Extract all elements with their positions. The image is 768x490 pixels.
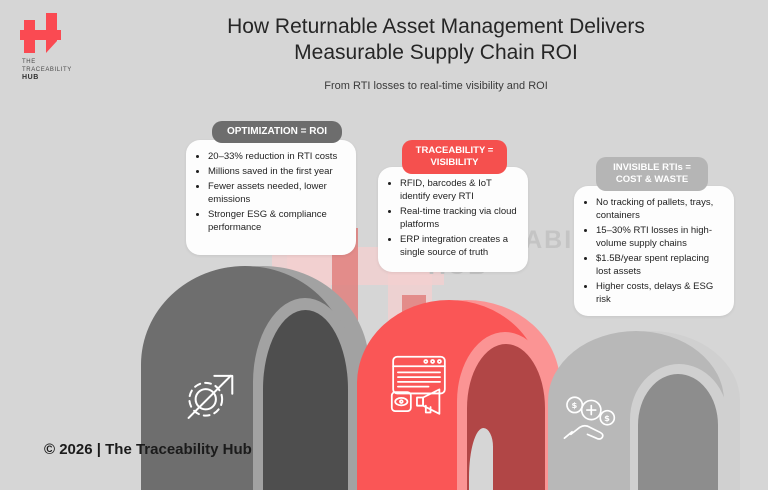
list-item: 15–30% RTI losses in high-volume supply … bbox=[596, 224, 724, 250]
arch-traceability bbox=[357, 300, 560, 490]
browser-visibility-megaphone-icon bbox=[385, 345, 453, 431]
card-optimization-list: 20–33% reduction in RTI costs Millions s… bbox=[186, 140, 356, 244]
card-traceability-header: TRACEABILITY = VISIBILITY bbox=[402, 140, 507, 174]
brand-logo: THE TRACEABILITY HUB bbox=[20, 8, 92, 82]
list-item: ERP integration creates a single source … bbox=[400, 233, 518, 259]
card-traceability: TRACEABILITY = VISIBILITY RFID, barcodes… bbox=[378, 140, 528, 272]
arch-optimization bbox=[141, 266, 369, 490]
svg-text:$: $ bbox=[604, 413, 610, 423]
card-invisible-rtis-header: INVISIBLE RTIs = COST & WASTE bbox=[596, 157, 708, 191]
card-traceability-list: RFID, barcodes & IoT identify every RTI … bbox=[378, 167, 528, 269]
list-item: RFID, barcodes & IoT identify every RTI bbox=[400, 177, 518, 203]
copyright-text: © 2026 | The Traceability Hub bbox=[44, 441, 252, 458]
list-item: $1.5B/year spent replacing lost assets bbox=[596, 252, 724, 278]
card-optimization: OPTIMIZATION = ROI 20–33% reduction in R… bbox=[186, 121, 356, 255]
list-item: Higher costs, delays & ESG risk bbox=[596, 280, 724, 306]
arch-hole bbox=[263, 310, 348, 490]
logo-line-the: THE bbox=[22, 59, 36, 65]
arch-invisible-rtis: $ $ bbox=[548, 331, 740, 490]
logo-line-hub: HUB bbox=[22, 74, 39, 81]
logo-line-traceability: TRACEABILITY bbox=[22, 67, 72, 73]
header: How Returnable Asset Management Delivers… bbox=[105, 14, 767, 92]
list-item: No tracking of pallets, trays, container… bbox=[596, 196, 724, 222]
page-title: How Returnable Asset Management Delivers… bbox=[105, 14, 767, 66]
svg-text:$: $ bbox=[571, 400, 577, 410]
arch-hole bbox=[638, 374, 718, 490]
title-line-2: Measurable Supply Chain ROI bbox=[294, 41, 578, 64]
list-item: Fewer assets needed, lower emissions bbox=[208, 180, 346, 206]
card-invisible-rtis: INVISIBLE RTIs = COST & WASTE No trackin… bbox=[574, 157, 734, 316]
page-subtitle: From RTI losses to real-time visibility … bbox=[324, 80, 548, 92]
growth-gear-arrow-icon bbox=[173, 354, 251, 432]
card-optimization-header: OPTIMIZATION = ROI bbox=[212, 121, 342, 143]
card-invisible-rtis-list: No tracking of pallets, trays, container… bbox=[574, 186, 734, 316]
list-item: Real-time tracking via cloud platforms bbox=[400, 205, 518, 231]
title-line-1: How Returnable Asset Management Delivers bbox=[227, 15, 645, 38]
list-item: 20–33% reduction in RTI costs bbox=[208, 150, 346, 163]
list-item: Stronger ESG & compliance performance bbox=[208, 208, 346, 234]
brand-logo-h-icon bbox=[20, 8, 62, 53]
hand-coins-icon: $ $ bbox=[558, 387, 622, 451]
list-item: Millions saved in the first year bbox=[208, 165, 346, 178]
brand-logo-text: THE TRACEABILITY HUB bbox=[22, 58, 92, 82]
